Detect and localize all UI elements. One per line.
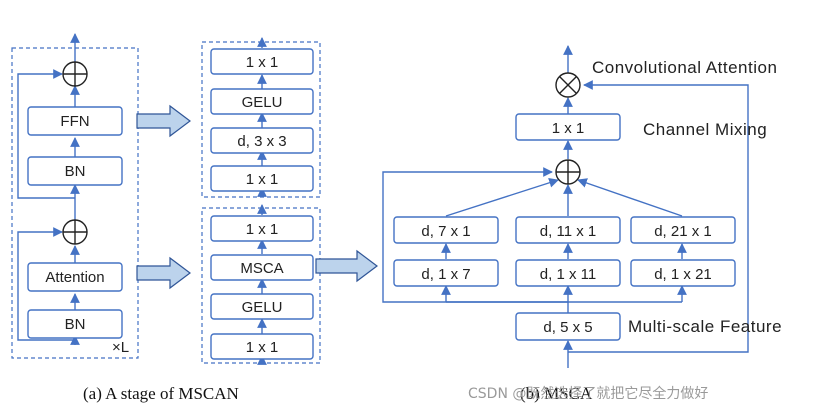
attn-detail-label: GELU	[242, 299, 283, 316]
bn-bottom-box: BN	[27, 309, 123, 339]
attn-detail-label: 1 x 1	[246, 339, 279, 356]
branch-label: d, 1 x 11	[540, 266, 596, 283]
branch2-bottom: d, 1 x 11	[515, 259, 621, 287]
ffn-label: FFN	[60, 113, 89, 130]
arrow-right-icon	[315, 249, 378, 283]
caption-left: (a) A stage of MSCAN	[83, 384, 239, 403]
attn-detail-label: 1 x 1	[246, 221, 279, 238]
attn-msca: MSCA	[210, 254, 314, 281]
repeat-label: ×L	[112, 339, 129, 356]
branch2-top: d, 11 x 1	[515, 216, 621, 244]
label-channel-mixing: Channel Mixing	[643, 120, 767, 139]
caption-right: (b) MSCA	[520, 384, 593, 403]
ffn-detail-label: d, 3 x 3	[237, 133, 286, 150]
arrow-right-icon	[136, 256, 191, 290]
ffn-gelu: GELU	[210, 88, 314, 115]
ffn-detail-label: GELU	[242, 94, 283, 111]
arrow-right-icon	[136, 104, 191, 138]
branch-label: d, 1 x 21	[654, 266, 712, 283]
msca-dwconv-5x5: d, 5 x 5	[515, 312, 621, 341]
branch3-bottom: d, 1 x 21	[630, 259, 736, 287]
msca-conv-1x1: 1 x 1	[515, 113, 621, 141]
branch-label: d, 7 x 1	[421, 223, 470, 240]
attn-conv-1x1-top: 1 x 1	[210, 215, 314, 242]
ffn-dwconv-3x3: d, 3 x 3	[210, 127, 314, 154]
add-icon	[555, 159, 581, 185]
attn-detail-label: MSCA	[240, 260, 283, 277]
ffn-detail-label: 1 x 1	[246, 54, 279, 71]
branch1-top: d, 7 x 1	[393, 216, 499, 244]
label-multi-scale-feature: Multi-scale Feature	[628, 317, 782, 336]
msca-conv-1x1-label: 1 x 1	[552, 120, 585, 137]
add-icon	[62, 61, 88, 87]
label-convolutional-attention: Convolutional Attention	[592, 58, 777, 77]
ffn-box: FFN	[27, 106, 123, 136]
ffn-conv-1x1-bottom: 1 x 1	[210, 165, 314, 192]
attention-label: Attention	[45, 269, 104, 286]
ffn-conv-1x1-top: 1 x 1	[210, 48, 314, 75]
ffn-detail-label: 1 x 1	[246, 171, 279, 188]
watermark: CSDN @既然选择了就把它尽全力做好	[468, 385, 708, 402]
attention-box: Attention	[27, 262, 123, 292]
bn-bottom-label: BN	[65, 316, 86, 333]
attn-gelu: GELU	[210, 293, 314, 320]
bn-top-box: BN	[27, 156, 123, 186]
msca-dwconv-5x5-label: d, 5 x 5	[543, 319, 592, 336]
bn-top-label: BN	[65, 163, 86, 180]
branch-label: d, 21 x 1	[654, 223, 712, 240]
multiply-icon	[555, 72, 581, 98]
branch1-bottom: d, 1 x 7	[393, 259, 499, 287]
branch-label: d, 1 x 7	[421, 266, 470, 283]
branch-label: d, 11 x 1	[540, 223, 596, 240]
attn-conv-1x1-bottom: 1 x 1	[210, 333, 314, 360]
branch3-top: d, 21 x 1	[630, 216, 736, 244]
add-icon	[62, 219, 88, 245]
